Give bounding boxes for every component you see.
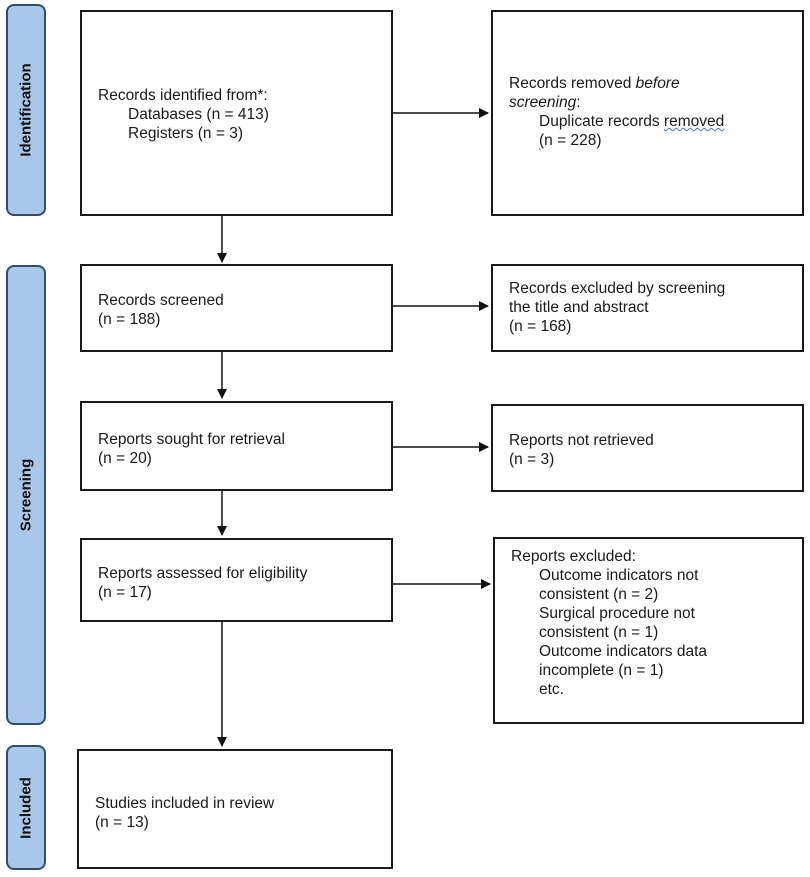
removed-line3-underlined: removed [663, 113, 725, 130]
included-count: (n = 13) [95, 814, 149, 831]
exclusion-reason: etc. [539, 681, 564, 698]
screened-title: Records screened [98, 292, 224, 309]
removed-line4: (n = 228) [509, 131, 794, 150]
phase-identification-bar: Identification [6, 4, 46, 216]
screened-count: (n = 188) [98, 311, 161, 328]
identified-registers: Registers (n = 3) [128, 125, 244, 142]
identified-databases: Databases (n = 413) [128, 106, 269, 123]
box-records-identified: Records identified from*: Databases (n =… [80, 10, 393, 216]
removed-line3: Duplicate records removed [509, 112, 794, 131]
sought-count: (n = 20) [98, 450, 152, 467]
excluded-screening-line2: the title and abstract [509, 299, 649, 316]
identified-title: Records identified from*: [98, 87, 268, 104]
removed-line1-text: Records removed [509, 75, 636, 92]
assessed-count: (n = 17) [98, 584, 152, 601]
box-records-screened: Records screened (n = 188) [80, 264, 393, 352]
included-title: Studies included in review [95, 795, 275, 812]
exclusion-reason: consistent (n = 2) [539, 586, 659, 603]
exclusion-reason: consistent (n = 1) [539, 624, 659, 641]
exclusion-reason: Surgical procedure not [539, 605, 695, 622]
removed-line2: screening: [509, 93, 794, 112]
box-reports-not-retrieved: Reports not retrieved (n = 3) [491, 404, 804, 492]
exclusion-reason: Outcome indicators not [539, 567, 699, 584]
box-studies-included: Studies included in review (n = 13) [77, 749, 393, 869]
box-records-removed: Records removed before screening: Duplic… [491, 10, 804, 216]
not-retrieved-title: Reports not retrieved [509, 432, 654, 449]
excluded-screening-line1: Records excluded by screening [509, 280, 726, 297]
not-retrieved-count: (n = 3) [509, 451, 555, 468]
removed-line2-suffix: : [576, 94, 581, 111]
removed-line3-prefix: Duplicate records [539, 113, 664, 130]
box-reports-sought: Reports sought for retrieval (n = 20) [80, 401, 393, 491]
reports-excluded-title: Reports excluded: [511, 548, 636, 565]
excluded-screening-count: (n = 168) [509, 318, 572, 335]
box-reports-assessed: Reports assessed for eligibility (n = 17… [80, 538, 393, 622]
assessed-title: Reports assessed for eligibility [98, 565, 308, 582]
exclusion-reason: incomplete (n = 1) [539, 662, 664, 679]
phase-included-bar: Included [6, 745, 46, 870]
phase-screening-bar: Screening [6, 265, 46, 725]
exclusion-reason: Outcome indicators data [539, 643, 708, 660]
removed-line4-rest: n = 228) [544, 132, 602, 149]
removed-line1: Records removed before [509, 74, 794, 93]
box-records-excluded-screening: Records excluded by screening the title … [491, 264, 804, 352]
removed-line4-underlined: ( [539, 132, 545, 149]
sought-title: Reports sought for retrieval [98, 431, 285, 448]
box-reports-excluded: Reports excluded: Outcome indicators not… [493, 537, 804, 724]
removed-line1-italic: before [635, 75, 680, 92]
removed-line2-italic: screening [509, 94, 577, 111]
